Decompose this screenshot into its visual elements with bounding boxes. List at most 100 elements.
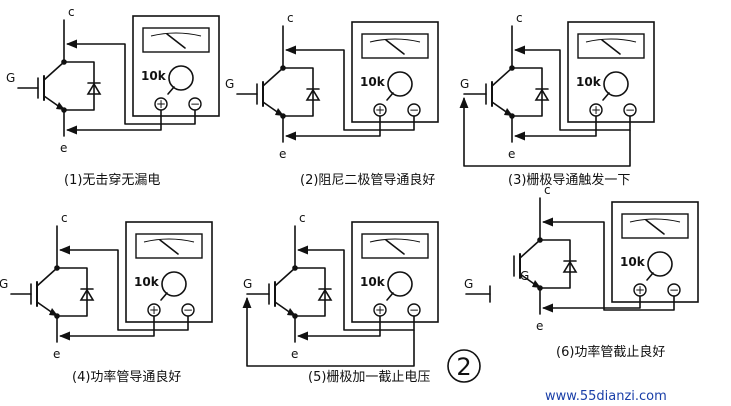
gate-trigger-lead (242, 296, 415, 367)
probe-lead-plus (58, 316, 155, 341)
meter-needle (385, 39, 405, 55)
probe-lead-plus (541, 296, 641, 313)
collector-label: c (544, 183, 551, 197)
figure-number-circle (447, 349, 481, 383)
figure-number: 2 (456, 353, 471, 381)
probe-lead-plus (284, 116, 381, 141)
meter-needle (159, 239, 179, 255)
diode-icon (79, 288, 95, 301)
emitter-label: e (53, 347, 60, 361)
knob-pointer (386, 92, 394, 101)
meter-scale-arc (143, 238, 195, 243)
collector-diag (43, 61, 65, 81)
meter-needle (645, 219, 665, 235)
diode-branch (540, 239, 571, 289)
emitter-label: e (291, 347, 298, 361)
range-knob (168, 65, 194, 91)
gate-label-free: G (464, 277, 473, 291)
plus-sign: + (156, 97, 166, 111)
plus-sign: + (375, 103, 385, 117)
gate-label: G (225, 77, 234, 91)
range-knob (647, 251, 673, 277)
minus-sign: − (409, 103, 419, 117)
knob-pointer (386, 292, 394, 301)
gate-label: G (460, 77, 469, 91)
caption: (5)栅极加一截止电压 (308, 370, 430, 385)
probe-lead-plus (513, 116, 597, 141)
minus-sign: − (190, 97, 200, 111)
plus-sign: + (591, 103, 601, 117)
collector-diag (274, 267, 296, 287)
caption: (1)无击穿无漏电 (64, 172, 160, 188)
collector-diag (491, 67, 513, 87)
diode-icon (317, 288, 333, 301)
range-label: 10k (360, 75, 386, 89)
meter-needle (601, 39, 621, 55)
probe-lead-minus (284, 45, 415, 131)
diode-branch (57, 267, 88, 317)
meter-scale-arc (150, 32, 202, 37)
knob-pointer (167, 86, 175, 95)
diode-icon (86, 82, 102, 95)
collector-diag (262, 67, 284, 87)
knob-pointer (646, 272, 654, 281)
gate-trigger-lead (459, 96, 631, 167)
range-label: 10k (134, 275, 160, 289)
meter-scale-arc (585, 38, 637, 43)
test-panel-3: Gc e 10k + − (3)栅极导通触发一下 (459, 11, 655, 188)
meter-scale-arc (369, 238, 421, 243)
knob-pointer (160, 292, 168, 301)
probe-lead-plus (65, 110, 162, 135)
plus-sign: + (375, 303, 385, 317)
diode-icon (534, 88, 550, 101)
probe-lead-plus (296, 316, 381, 341)
emitter-label: e (508, 147, 515, 161)
collector-label: c (61, 211, 68, 225)
range-knob (603, 71, 629, 97)
diode-branch (512, 67, 543, 117)
range-label: 10k (576, 75, 602, 89)
minus-sign: − (625, 103, 635, 117)
meter-needle (166, 33, 186, 49)
caption: (3)栅极导通触发一下 (508, 172, 630, 188)
caption: (6)功率管截止良好 (556, 344, 665, 360)
collector-label: c (516, 11, 523, 25)
range-knob (387, 271, 413, 297)
meter-display (135, 233, 203, 259)
test-panel-4: Gc e 10k + − (4)功率管导通良好 (0, 211, 213, 385)
diode-icon (562, 260, 578, 273)
meter-display (142, 27, 210, 53)
plus-sign: + (149, 303, 159, 317)
gate-label: G (520, 269, 529, 283)
emitter-label: e (536, 319, 543, 333)
minus-sign: − (183, 303, 193, 317)
diode-branch (64, 61, 95, 111)
meter-scale-arc (629, 218, 681, 223)
watermark: www.55dianzi.com (545, 389, 667, 404)
probe-lead-minus (58, 245, 189, 331)
emitter-label: e (60, 141, 67, 155)
gate-label: G (6, 71, 15, 85)
range-knob (387, 71, 413, 97)
meter-needle (385, 239, 405, 255)
knob-pointer (602, 92, 610, 101)
meter-display (621, 213, 689, 239)
range-knob (161, 271, 187, 297)
collector-label: c (287, 11, 294, 25)
diode-branch (295, 267, 326, 317)
range-label: 10k (360, 275, 386, 289)
caption: (4)功率管导通良好 (72, 369, 181, 385)
gate-label: G (0, 277, 8, 291)
probe-lead-minus (541, 217, 675, 311)
collector-diag (36, 267, 58, 287)
range-label: 10k (141, 69, 167, 83)
meter-scale-arc (369, 38, 421, 43)
emitter-label: e (279, 147, 286, 161)
collector-label: c (299, 211, 306, 225)
